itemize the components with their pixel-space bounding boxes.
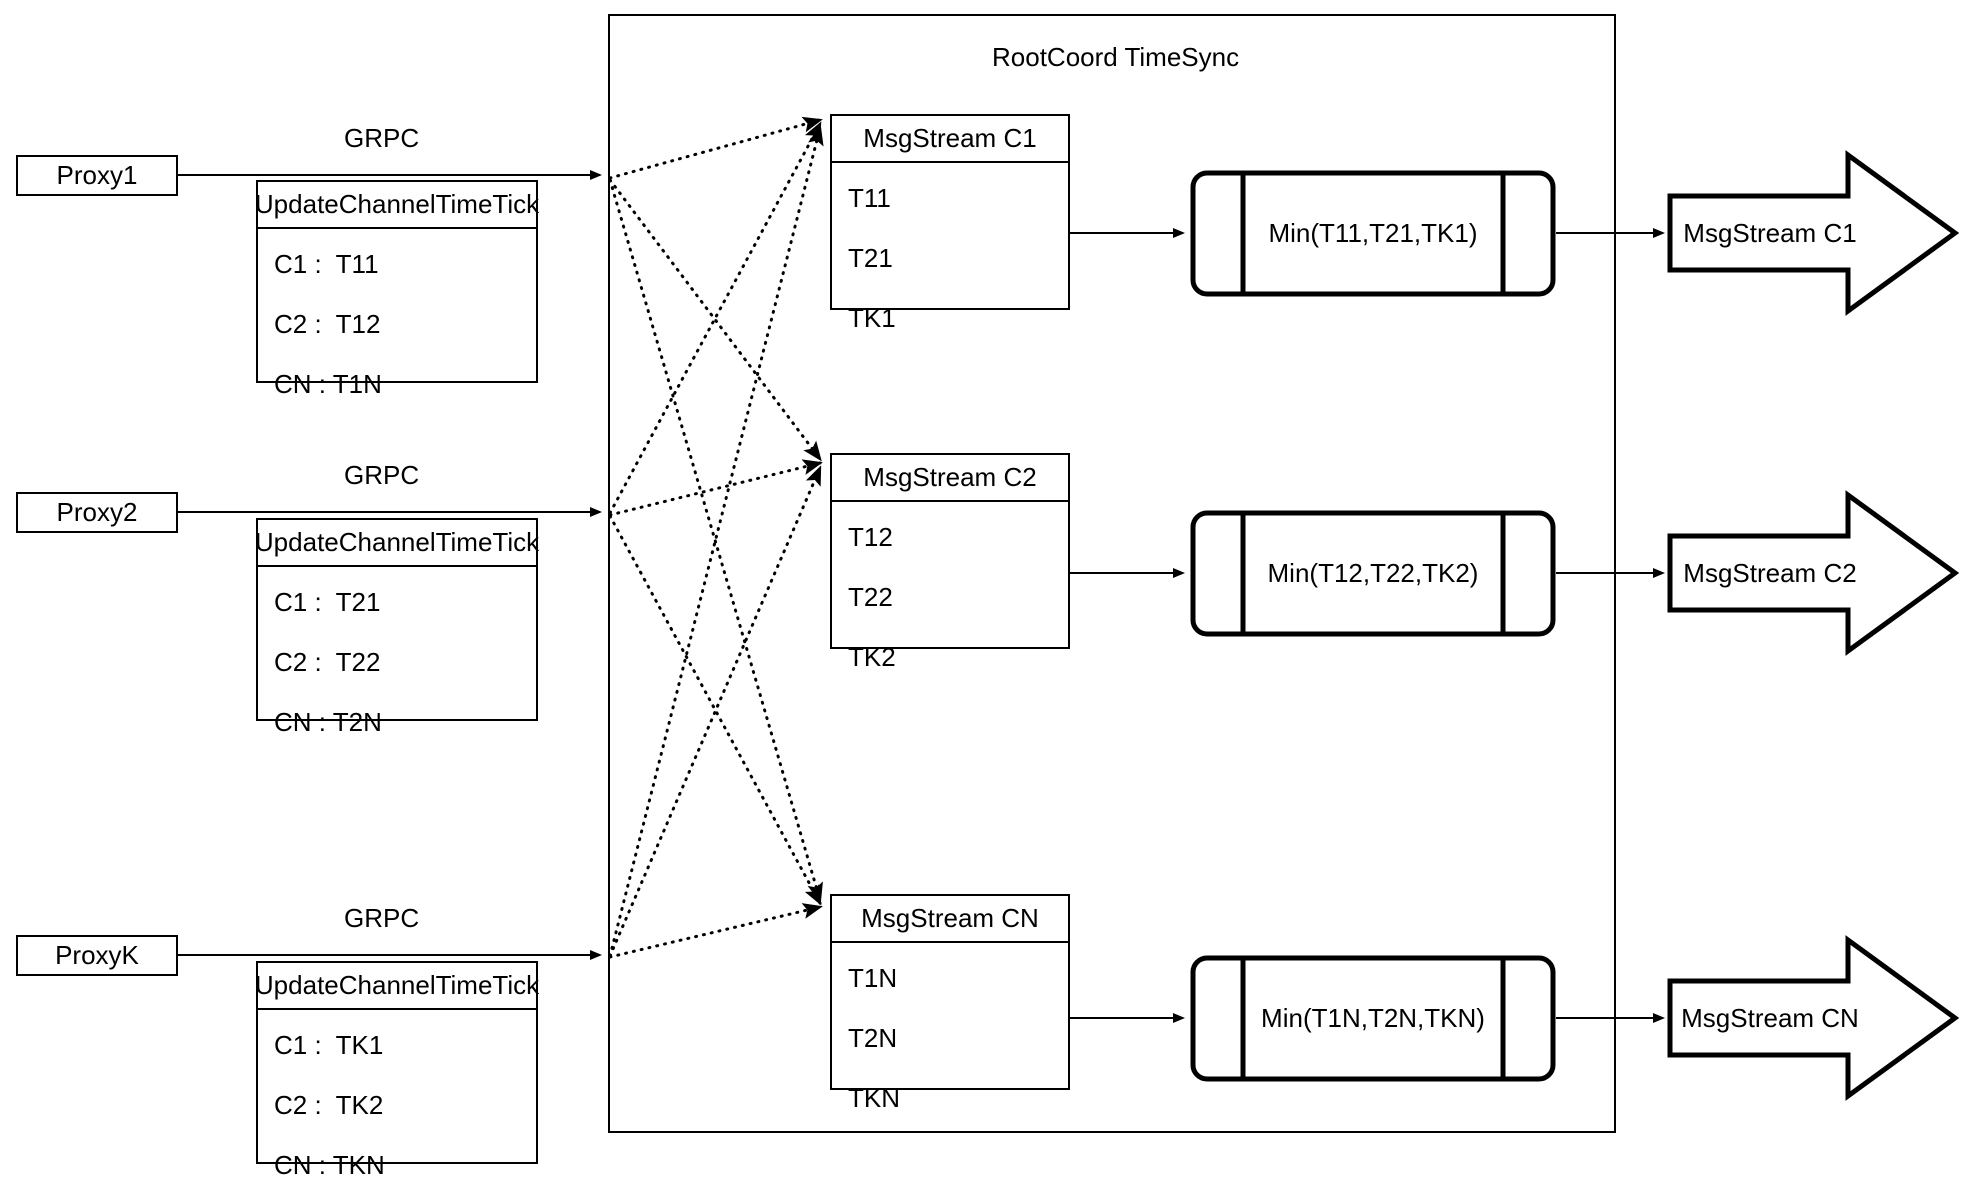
update-channel-timetick-rows-1: C1 : T11 C2 : T12 CN : T1N bbox=[258, 229, 536, 421]
rootcoord-timesync-title: RootCoord TimeSync bbox=[992, 42, 1240, 72]
msgstream-box-3: MsgStream CN T1N T2N TKN bbox=[830, 894, 1070, 1111]
output-arrow-label-3: MsgStream CN bbox=[1681, 1002, 1859, 1033]
tick-row: T12 bbox=[848, 522, 893, 552]
timetick-row: CN : TKN bbox=[274, 1150, 385, 1180]
update-channel-timetick-box-1: UpdateChannelTimeTick C1 : T11 C2 : T12 … bbox=[255, 180, 539, 397]
update-channel-timetick-title-3: UpdateChannelTimeTick bbox=[255, 963, 539, 1010]
update-channel-timetick-title-1: UpdateChannelTimeTick bbox=[255, 182, 539, 229]
tick-row: T1N bbox=[848, 963, 898, 993]
update-channel-timetick-title-2: UpdateChannelTimeTick bbox=[255, 520, 539, 567]
min-process-label-2: Min(T12,T22,TK2) bbox=[1267, 558, 1479, 588]
tick-row: T2N bbox=[848, 1023, 898, 1053]
tick-row: T21 bbox=[848, 243, 893, 273]
grpc-label-3: GRPC bbox=[344, 903, 420, 933]
timetick-row: CN : T1N bbox=[274, 369, 382, 399]
output-arrow-label-1: MsgStream C1 bbox=[1683, 217, 1857, 248]
grpc-label-2: GRPC bbox=[344, 460, 420, 490]
tick-row: T11 bbox=[848, 183, 891, 213]
timetick-row: C2 : TK2 bbox=[274, 1090, 384, 1120]
tick-row: TKN bbox=[848, 1083, 900, 1113]
update-channel-timetick-rows-3: C1 : TK1 C2 : TK2 CN : TKN bbox=[258, 1010, 536, 1202]
update-channel-timetick-box-3: UpdateChannelTimeTick C1 : TK1 C2 : TK2 … bbox=[255, 961, 539, 1178]
min-process-label-3: Min(T1N,T2N,TKN) bbox=[1261, 1003, 1485, 1033]
msgstream-ticks-3: T1N T2N TKN bbox=[832, 943, 1068, 1135]
output-arrow-label-2: MsgStream C2 bbox=[1683, 557, 1857, 588]
tick-row: TK2 bbox=[848, 642, 896, 672]
update-channel-timetick-box-2: UpdateChannelTimeTick C1 : T21 C2 : T22 … bbox=[255, 518, 539, 735]
tick-row: T22 bbox=[848, 582, 893, 612]
proxy-box-1-label: Proxy1 bbox=[56, 160, 138, 190]
update-channel-timetick-rows-2: C1 : T21 C2 : T22 CN : T2N bbox=[258, 567, 536, 759]
msgstream-title-3: MsgStream CN bbox=[832, 896, 1068, 943]
msgstream-ticks-1: T11 T21 TK1 bbox=[832, 163, 1068, 355]
timetick-row: C2 : T12 bbox=[274, 309, 381, 339]
msgstream-box-2: MsgStream C2 T12 T22 TK2 bbox=[830, 453, 1070, 670]
timetick-row: CN : T2N bbox=[274, 707, 382, 737]
msgstream-ticks-2: T12 T22 TK2 bbox=[832, 502, 1068, 694]
timetick-row: C1 : T11 bbox=[274, 249, 379, 279]
msgstream-title-1: MsgStream C1 bbox=[832, 116, 1068, 163]
msgstream-box-1: MsgStream C1 T11 T21 TK1 bbox=[830, 114, 1070, 331]
proxy-box-2-label: Proxy2 bbox=[56, 497, 138, 527]
proxy-box-2[interactable]: Proxy2 bbox=[16, 492, 178, 533]
rootcoord-timesync-container bbox=[608, 14, 1616, 1133]
timetick-row: C2 : T22 bbox=[274, 647, 381, 677]
timetick-row: C1 : TK1 bbox=[274, 1030, 384, 1060]
msgstream-title-2: MsgStream C2 bbox=[832, 455, 1068, 502]
proxy-box-3[interactable]: ProxyK bbox=[16, 935, 178, 976]
min-process-label-1: Min(T11,T21,TK1) bbox=[1268, 218, 1478, 248]
grpc-label-1: GRPC bbox=[344, 123, 420, 153]
timetick-row: C1 : T21 bbox=[274, 587, 381, 617]
tick-row: TK1 bbox=[848, 303, 896, 333]
proxy-box-1[interactable]: Proxy1 bbox=[16, 155, 178, 196]
proxy-box-3-label: ProxyK bbox=[55, 940, 139, 970]
